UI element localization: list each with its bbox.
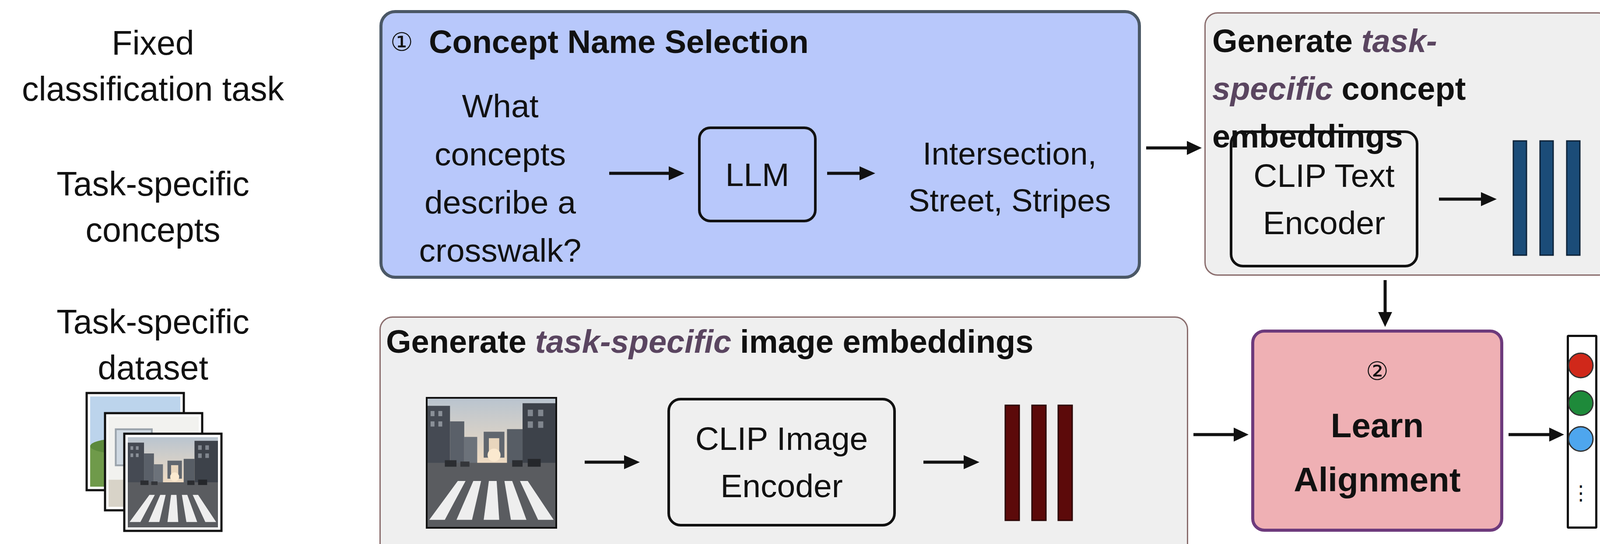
street-photo [426, 398, 557, 528]
flow-arrow [1378, 280, 1393, 327]
field-photo [90, 396, 181, 487]
label-holder: Fixed classification task [16, 20, 290, 113]
row-label: Task-specific concepts [16, 161, 290, 253]
flow-arrow [1508, 427, 1565, 442]
street-image [426, 397, 557, 528]
inner-arrow [584, 166, 1497, 470]
alignment-box: ② Learn Alignment [1251, 329, 1504, 532]
process-panel: Generatetask-specificconcept embeddingsC… [1204, 12, 1600, 276]
arrow-head [1378, 312, 1393, 327]
embedding-bar [1566, 140, 1580, 256]
arrow-head [1233, 427, 1249, 442]
label-holder: Task-specific dataset [16, 298, 290, 391]
panel-heading: Generate [385, 323, 527, 360]
panel-heading: image embeddings [740, 323, 1034, 360]
flow-arrow [1146, 140, 1202, 155]
photo-frame [86, 392, 184, 491]
arrow-line [923, 460, 965, 464]
class-dot [1568, 390, 1593, 416]
heading-holder: Generatetask-specificconcept embeddings [1212, 17, 1593, 161]
encoder-name: CLIP Text Encoder [1237, 151, 1411, 247]
panel-heading: Concept Name Selection [428, 23, 911, 61]
text-holder: Concept Name Selection [428, 23, 911, 61]
embedding-bar [1005, 405, 1020, 521]
arrow-line [1193, 433, 1236, 437]
text-holder: ⋮ [1568, 475, 1593, 511]
output-vector: ⋮ [1566, 334, 1598, 529]
arrow-line [827, 171, 861, 176]
embedding-bar [1058, 405, 1073, 521]
arrow-head [1549, 427, 1565, 442]
room-photo [108, 416, 199, 507]
embedding-bar [1031, 405, 1046, 521]
arrow-line [1146, 146, 1189, 150]
text-holder: ① [390, 23, 426, 61]
label-holder: Task-specific concepts [16, 161, 290, 253]
process-panel: ①Concept Name SelectionWhat concepts des… [379, 10, 1141, 279]
photo-frame [124, 433, 222, 531]
arrow-line [584, 460, 625, 464]
arrow-head [859, 166, 876, 181]
row-label: Fixed classification task [16, 20, 290, 113]
panel-heading: Generate [1212, 22, 1353, 60]
model-box: LLM [698, 126, 817, 223]
text-holder: What concepts describe a crosswalk? [403, 81, 597, 275]
image-embedding-bars [1005, 405, 1073, 521]
arrow-line [1383, 280, 1387, 314]
dataset-icon [86, 392, 222, 531]
encoder-box: CLIP Image Encoder [667, 397, 896, 527]
prompt-text: What concepts describe a crosswalk? [403, 81, 597, 275]
class-dot [1568, 426, 1593, 452]
photo-frame [426, 397, 557, 528]
step-number: ② [1365, 354, 1389, 388]
output-dots [1568, 353, 1593, 452]
step-number: ① [390, 23, 426, 61]
arrow-line [609, 171, 670, 176]
arrow-line [1508, 433, 1551, 437]
alignment-label: Learn Alignment [1259, 398, 1495, 507]
flow-arrow [1193, 427, 1249, 442]
arrow-head [624, 455, 640, 470]
text-embedding-bars [1513, 140, 1580, 256]
arrow-head [1480, 192, 1497, 207]
heading-holder: Generatetask-specificimage embeddings [385, 322, 1174, 362]
panel-heading-emphasis: task-specific [535, 323, 732, 360]
model-name: LLM [725, 152, 790, 197]
arrow-head [1186, 140, 1202, 155]
row-label: Task-specific dataset [16, 298, 290, 391]
street-photo [127, 437, 218, 528]
photo-frame [105, 413, 203, 511]
embedding-bar [1540, 140, 1554, 256]
output-text: Intersection, Street, Stripes [882, 129, 1137, 224]
process-panel: Generatetask-specificimage embeddingsCLI… [379, 316, 1189, 544]
text-holder: Intersection, Street, Stripes [882, 129, 1137, 224]
arrow-head [963, 455, 980, 470]
embedding-bar [1513, 140, 1527, 256]
class-dot [1568, 353, 1593, 378]
ellipsis: ⋮ [1568, 475, 1593, 511]
arrow-head [668, 166, 685, 181]
encoder-name: CLIP Image Encoder [675, 414, 888, 510]
arrow-line [1438, 197, 1482, 201]
